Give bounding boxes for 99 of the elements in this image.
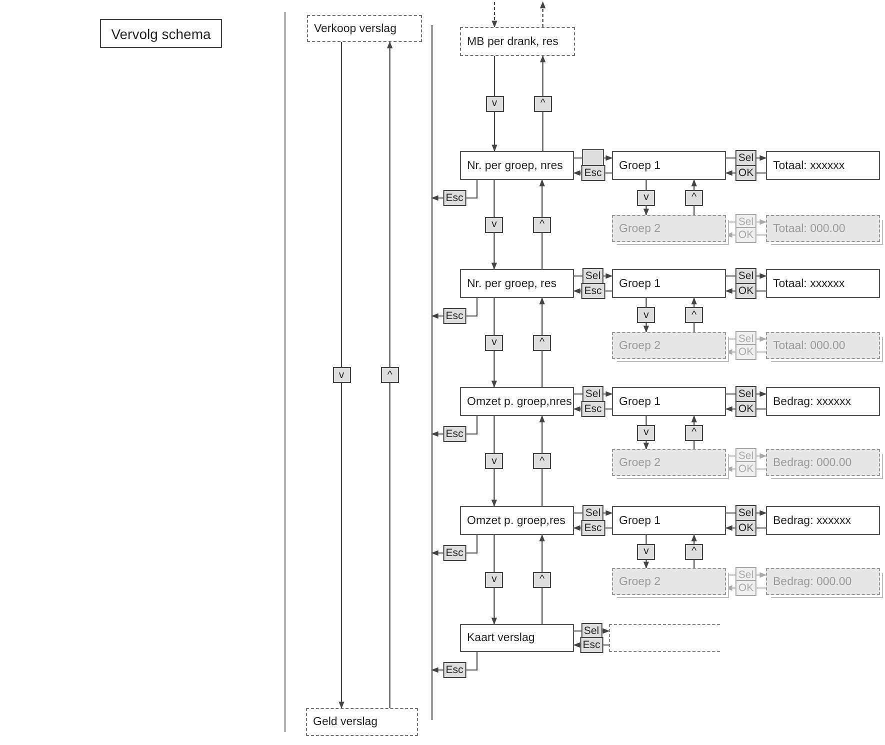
- key-label: Sel: [735, 150, 757, 166]
- key-label: v: [637, 424, 656, 440]
- arrow: [492, 56, 498, 152]
- key-label: Esc: [580, 637, 604, 653]
- menu-box: Groep 1: [612, 151, 726, 180]
- menu-box: Nr. per groep, res: [460, 269, 574, 298]
- arrow: [691, 297, 697, 332]
- key-label: Esc: [442, 545, 466, 561]
- key-label: OK: [735, 227, 757, 243]
- menu-box: Totaal: xxxxxx: [766, 151, 880, 180]
- key-label: OK: [735, 461, 757, 477]
- key-label: ^: [380, 367, 399, 383]
- key-label: Sel: [735, 386, 757, 402]
- key-label: v: [637, 307, 656, 323]
- arrow: [643, 535, 649, 569]
- key-label: v: [485, 453, 504, 469]
- key-label: ^: [533, 572, 552, 588]
- key-label: OK: [735, 283, 757, 299]
- screen-box: Groep 2: [612, 568, 726, 595]
- key-label: Sel: [582, 268, 604, 284]
- menu-box: Groep 1: [612, 269, 726, 298]
- key-label: Esc: [581, 283, 605, 299]
- arrow: [540, 55, 546, 151]
- key-label: ^: [685, 424, 704, 440]
- key-label: OK: [735, 520, 757, 536]
- key-label: ^: [533, 453, 552, 469]
- key-label: OK: [735, 580, 757, 596]
- arrow: [491, 298, 497, 388]
- key-label: Esc: [581, 401, 605, 417]
- arrow: [691, 415, 697, 449]
- key-label: v: [485, 572, 504, 588]
- arrow: [691, 534, 697, 568]
- key-label: ^: [685, 190, 704, 206]
- screen-box: Totaal: 000.00: [766, 332, 880, 359]
- key-label: v: [485, 216, 504, 232]
- key-label: Esc: [442, 426, 466, 442]
- menu-box: Kaart verslag: [460, 624, 574, 652]
- screen-box: Bedrag: 000.00: [766, 449, 880, 476]
- arrow: [539, 415, 545, 506]
- key-label: ^: [685, 544, 704, 560]
- arrow: [387, 41, 393, 708]
- key-label: Sel: [582, 505, 604, 521]
- menu-box: Verkoop verslag: [307, 15, 422, 42]
- arrow: [431, 298, 478, 319]
- menu-box: Groep 1: [612, 387, 726, 416]
- menu-box: MB per drank, res: [460, 27, 575, 56]
- menu-box: Bedrag: xxxxxx: [766, 506, 880, 535]
- arrow: [431, 535, 478, 556]
- menu-box: Geld verslag: [306, 708, 418, 736]
- menu-box: Bedrag: xxxxxx: [766, 387, 880, 416]
- key-label: v: [486, 96, 504, 112]
- key-label: v: [637, 190, 656, 206]
- screen-box: Bedrag: 000.00: [766, 568, 880, 595]
- key-label: ^: [533, 216, 552, 232]
- key-label: Sel: [582, 386, 604, 402]
- key-label: Esc: [442, 662, 466, 678]
- key-label: OK: [735, 401, 757, 417]
- arrow: [643, 180, 649, 216]
- open-box: [609, 624, 720, 652]
- key-label: v: [332, 367, 350, 383]
- key-label: Esc: [581, 520, 605, 536]
- arrow: [491, 416, 497, 507]
- key-label: ^: [533, 334, 552, 350]
- arrow: [338, 42, 344, 709]
- arrow: [691, 179, 697, 215]
- key-label: Esc: [442, 308, 466, 324]
- arrow: [431, 180, 478, 201]
- key-label: ^: [534, 96, 552, 112]
- key-label: Esc: [442, 190, 466, 206]
- key-label: Sel: [735, 505, 757, 521]
- arrow: [431, 416, 478, 437]
- arrow: [491, 180, 497, 270]
- screen-box: Groep 2: [612, 215, 726, 242]
- screen-box: Totaal: 000.00: [766, 215, 880, 242]
- title-box: Vervolg schema: [100, 19, 222, 48]
- menu-box: Nr. per groep, nres: [460, 151, 574, 180]
- key-label: v: [485, 334, 504, 350]
- menu-box: Omzet p. groep,res: [460, 506, 574, 535]
- arrow: [540, 1, 546, 27]
- menu-box: Totaal: xxxxxx: [766, 269, 880, 298]
- key-label: Esc: [581, 165, 605, 181]
- key-label: ^: [685, 307, 704, 323]
- arrow: [431, 652, 478, 673]
- arrow: [539, 297, 545, 387]
- menu-box: Groep 1: [612, 506, 726, 535]
- arrow: [574, 155, 613, 161]
- key-label: Sel: [735, 268, 757, 284]
- arrow: [539, 534, 545, 624]
- menu-box: Omzet p. groep,nres: [460, 387, 574, 416]
- screen-box: Groep 2: [612, 332, 726, 359]
- arrow: [643, 416, 649, 450]
- arrow: [491, 535, 497, 625]
- key-label: OK: [735, 165, 757, 181]
- key-label: v: [637, 544, 656, 560]
- key-label: OK: [735, 344, 757, 360]
- arrow: [539, 179, 545, 269]
- screen-box: Groep 2: [612, 449, 726, 476]
- arrow: [492, 2, 498, 28]
- arrow: [643, 298, 649, 333]
